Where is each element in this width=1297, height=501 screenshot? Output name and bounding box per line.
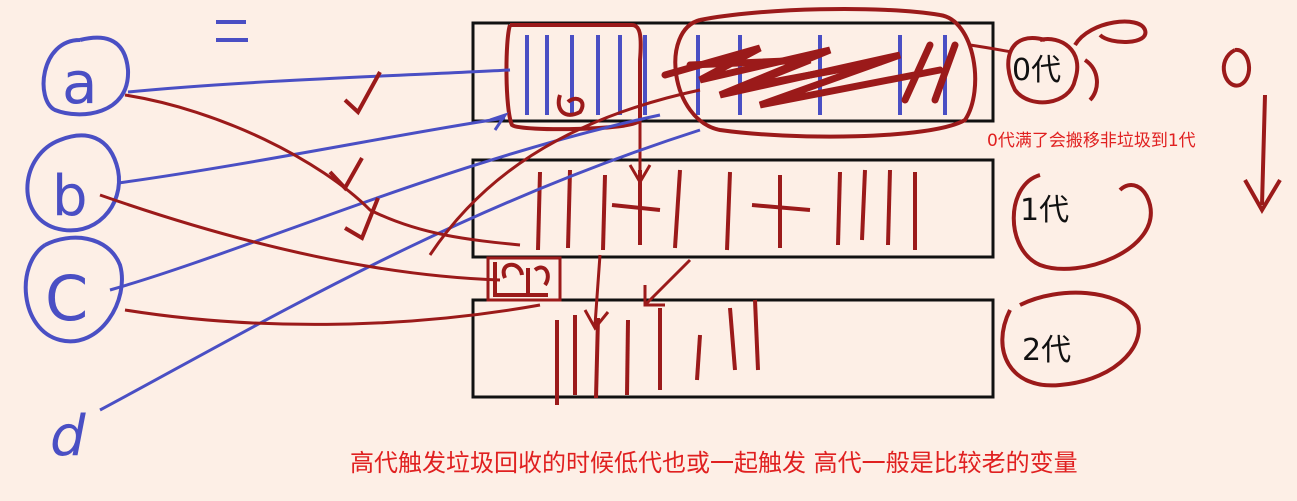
zero-mark (1221, 48, 1251, 88)
gen0-link-line (969, 43, 1013, 54)
gen0-b-mark (556, 94, 585, 117)
gen0-label: 0代 (1012, 53, 1061, 88)
red-reference-lines (99, 88, 701, 326)
gen1-objects (536, 169, 917, 251)
abc-scribble (493, 262, 550, 297)
check-marks (328, 71, 382, 241)
down-arrow (1243, 94, 1282, 214)
gen0-full-note: 0代满了会搬移非垃圾到1代 (987, 131, 1196, 151)
gen1-box (471, 158, 995, 259)
gen2-box (471, 298, 995, 399)
blue-reference-lines (99, 68, 701, 412)
ref-b-label: b (52, 164, 88, 229)
gen0-extra-loop (1073, 19, 1148, 102)
gen0-scribble (661, 41, 959, 109)
generation-trigger-note: 高代触发垃圾回收的时候低代也或一起触发 高代一般是比较老的变量 (350, 449, 1078, 477)
gen2-label-circle (1000, 290, 1141, 388)
gen1-label: 1代 (1020, 193, 1069, 228)
ref-c-label: C (45, 262, 88, 335)
gen2-objects (555, 299, 760, 405)
gen0-label-circle (1006, 36, 1080, 105)
equals-mark (216, 20, 248, 42)
gen0-survivor-circle (504, 23, 643, 132)
gen2-label: 2代 (1022, 333, 1071, 368)
abc-box (486, 256, 562, 302)
gen1-label-circle (1011, 173, 1153, 271)
ref-b-circle (25, 133, 121, 233)
gen0-garbage-circle (673, 7, 978, 139)
ref-a-circle (41, 35, 131, 117)
ref-a-label: a (62, 49, 98, 117)
ref-c-circle (23, 235, 124, 344)
ref-d-label: d (50, 404, 86, 469)
